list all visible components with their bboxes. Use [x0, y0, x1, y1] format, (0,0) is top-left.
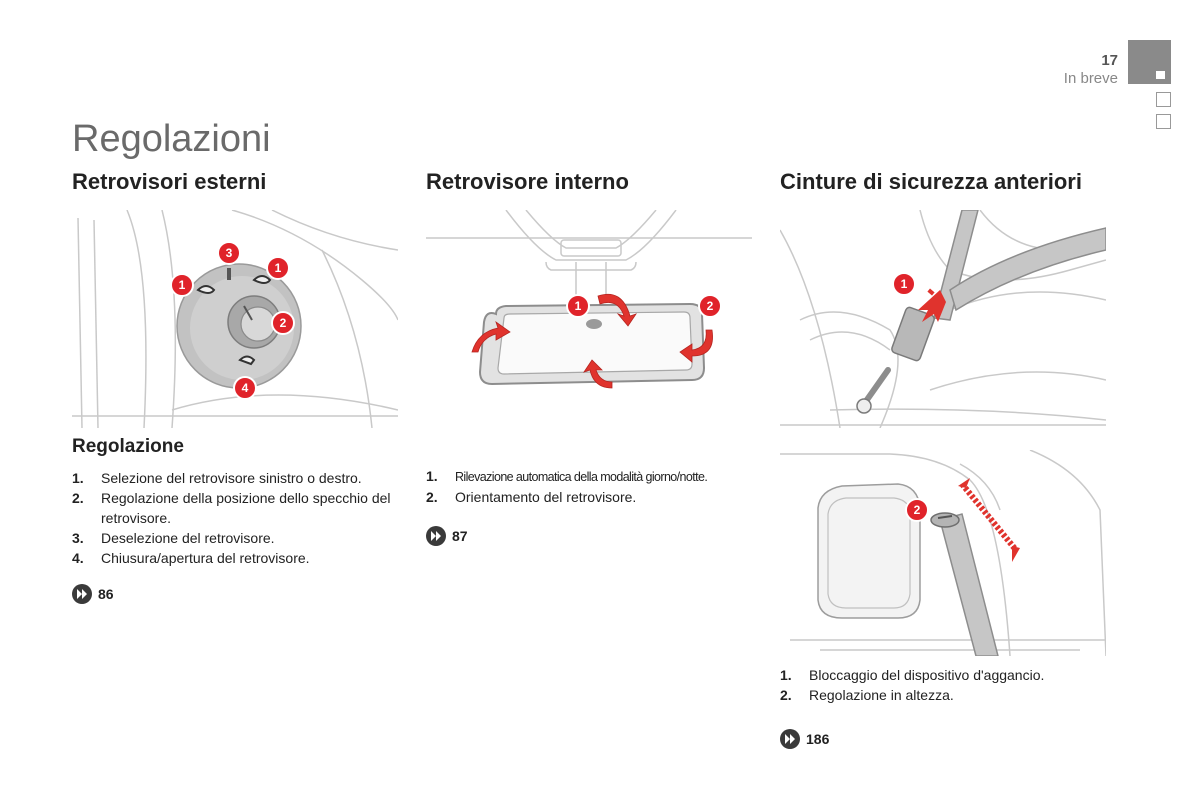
page-reference-icon — [426, 526, 446, 546]
subhead-adjustment: Regolazione — [72, 436, 184, 457]
callout-marker — [566, 294, 590, 318]
step-text: Regolazione in altezza. — [809, 687, 954, 703]
callout-label: 2 — [280, 316, 287, 330]
seat-belt-buckle-illustration: 1 — [780, 210, 1106, 428]
callout-marker — [233, 376, 257, 400]
list-item: 4. Chiusura/apertura del retrovisore. — [72, 548, 402, 568]
step-number: 4. — [72, 550, 84, 566]
page-reference-icon — [780, 729, 800, 749]
steps-list-seat-belts: 1. Bloccaggio del dispositivo d'aggancio.… — [780, 665, 1110, 705]
list-item: 2. Orientamento del retrovisore. — [426, 487, 756, 507]
page-reference-link[interactable]: 186 — [780, 729, 829, 749]
step-text: Rilevazione automatica della modalità gi… — [455, 470, 708, 484]
column-title-external-mirrors: Retrovisori esterni — [72, 169, 267, 194]
page-reference-icon — [72, 584, 92, 604]
external-mirror-control-illustration: 1 1 2 3 4 — [72, 210, 398, 428]
step-number: 2. — [780, 687, 792, 703]
step-text: Deselezione del retrovisore. — [101, 530, 275, 546]
list-item: 2. Regolazione della posizione dello spec… — [72, 488, 402, 528]
page-title: Regolazioni — [72, 118, 271, 160]
seat-belt-height-illustration: 2 — [780, 450, 1106, 656]
list-item: 1. Bloccaggio del dispositivo d'aggancio. — [780, 665, 1110, 685]
step-text: Orientamento del retrovisore. — [455, 489, 637, 505]
column-title-internal-mirror: Retrovisore interno — [426, 169, 629, 194]
callout-label: 3 — [226, 246, 233, 260]
page-reference-number: 87 — [452, 528, 468, 544]
callout-marker — [698, 294, 722, 318]
callout-label: 2 — [914, 503, 921, 517]
step-number: 2. — [72, 490, 84, 506]
page-reference-link[interactable]: 87 — [426, 526, 468, 546]
callout-label: 1 — [179, 278, 186, 292]
step-text: Regolazione della posizione dello specch… — [101, 490, 391, 526]
internal-mirror-illustration: 1 2 — [426, 210, 752, 389]
chapter-tab-active[interactable] — [1128, 40, 1171, 84]
step-number: 1. — [780, 667, 792, 683]
callout-marker — [271, 311, 295, 335]
page-reference-link[interactable]: 86 — [72, 584, 114, 604]
page-number: 17 — [1101, 52, 1118, 69]
column-title-seat-belts: Cinture di sicurezza anteriori — [780, 169, 1082, 194]
callout-label: 1 — [275, 261, 282, 275]
callout-marker — [266, 256, 290, 280]
callout-label: 1 — [901, 277, 908, 291]
step-text: Chiusura/apertura del retrovisore. — [101, 550, 310, 566]
list-item: 2. Regolazione in altezza. — [780, 685, 1110, 705]
page-reference-number: 186 — [806, 731, 830, 747]
step-number: 3. — [72, 530, 84, 546]
chapter-tab-empty[interactable] — [1156, 114, 1171, 129]
chapter-tab-empty[interactable] — [1156, 92, 1171, 107]
callout-label: 4 — [242, 381, 249, 395]
step-number: 1. — [426, 468, 438, 484]
step-number: 2. — [426, 489, 438, 505]
callout-label: 2 — [707, 299, 714, 313]
step-number: 1. — [72, 470, 84, 486]
callout-marker — [170, 273, 194, 297]
callout-label: 1 — [575, 299, 582, 313]
list-item: 1. Rilevazione automatica della modalità … — [426, 466, 756, 487]
step-text: Selezione del retrovisore sinistro o des… — [101, 470, 362, 486]
list-item: 1. Selezione del retrovisore sinistro o d… — [72, 468, 402, 488]
callout-marker — [217, 241, 241, 265]
callout-marker — [905, 498, 929, 522]
step-text: Bloccaggio del dispositivo d'aggancio. — [809, 667, 1045, 683]
list-item: 3. Deselezione del retrovisore. — [72, 528, 402, 548]
page-reference-number: 86 — [98, 586, 114, 602]
steps-list-internal-mirror: 1. Rilevazione automatica della modalità … — [426, 466, 756, 507]
chapter-tab-icon — [1156, 71, 1165, 79]
callout-marker — [892, 272, 916, 296]
steps-list-external-mirrors: 1. Selezione del retrovisore sinistro o d… — [72, 468, 402, 568]
section-name: In breve — [1063, 70, 1118, 87]
